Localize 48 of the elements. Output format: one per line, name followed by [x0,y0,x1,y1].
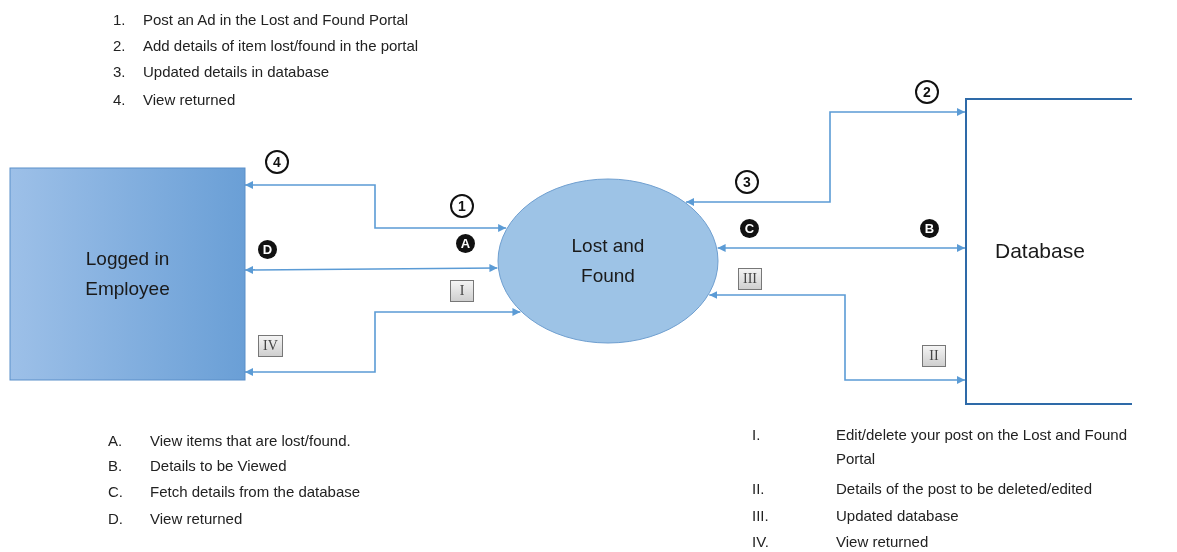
list-item: Details to be Viewed [150,456,287,476]
list-item: Updated database [836,506,959,526]
list-item: Edit/delete your post on the Lost and Found Portal [836,425,1129,469]
step-letter: A [456,234,475,253]
arrow [244,181,507,232]
node-label: Logged in Employee [84,246,171,301]
list-item: View items that are lost/found. [150,431,351,451]
list-marker: 3. [113,62,126,82]
list-item: Updated details in database [143,62,329,82]
step-number: 2 [915,80,939,104]
step-numeral: III [738,268,762,290]
list-item: Add details of item lost/found in the portal [143,36,419,56]
arrow [244,308,522,376]
step-number: 1 [450,194,474,218]
list-marker: 2. [113,36,126,56]
node-label: Lost and Found [570,233,646,288]
list-item: Details of the post to be deleted/edited [836,479,1092,499]
list-marker: B. [108,456,123,476]
step-number: 4 [265,150,289,174]
arrow [685,108,966,206]
step-letter: B [920,219,939,238]
step-numeral: I [450,280,474,302]
list-item: View returned [143,90,236,110]
list-item: Fetch details from the database [150,482,361,502]
step-numeral: IV [258,335,283,357]
arrow [708,291,966,384]
list-marker: C. [108,482,123,502]
arrow [716,244,966,252]
list-item: View returned [836,532,929,552]
list-marker: III. [752,506,769,526]
arrow [244,264,499,274]
list-item: View returned [150,509,243,529]
actor-box [10,168,245,380]
list-marker: I. [752,425,761,445]
step-number: 3 [735,170,759,194]
data-store [965,98,1132,405]
list-marker: 1. [113,10,126,30]
step-letter: C [740,219,759,238]
process-circle [497,178,719,344]
list-marker: IV. [752,532,769,552]
list-marker: II. [752,479,765,499]
list-marker: 4. [113,90,126,110]
step-letter: D [258,240,277,259]
list-item: Post an Ad in the Lost and Found Portal [143,10,409,30]
node-label: Database [995,238,1085,265]
list-marker: A. [108,431,123,451]
list-marker: D. [108,509,123,529]
step-numeral: II [922,345,946,367]
